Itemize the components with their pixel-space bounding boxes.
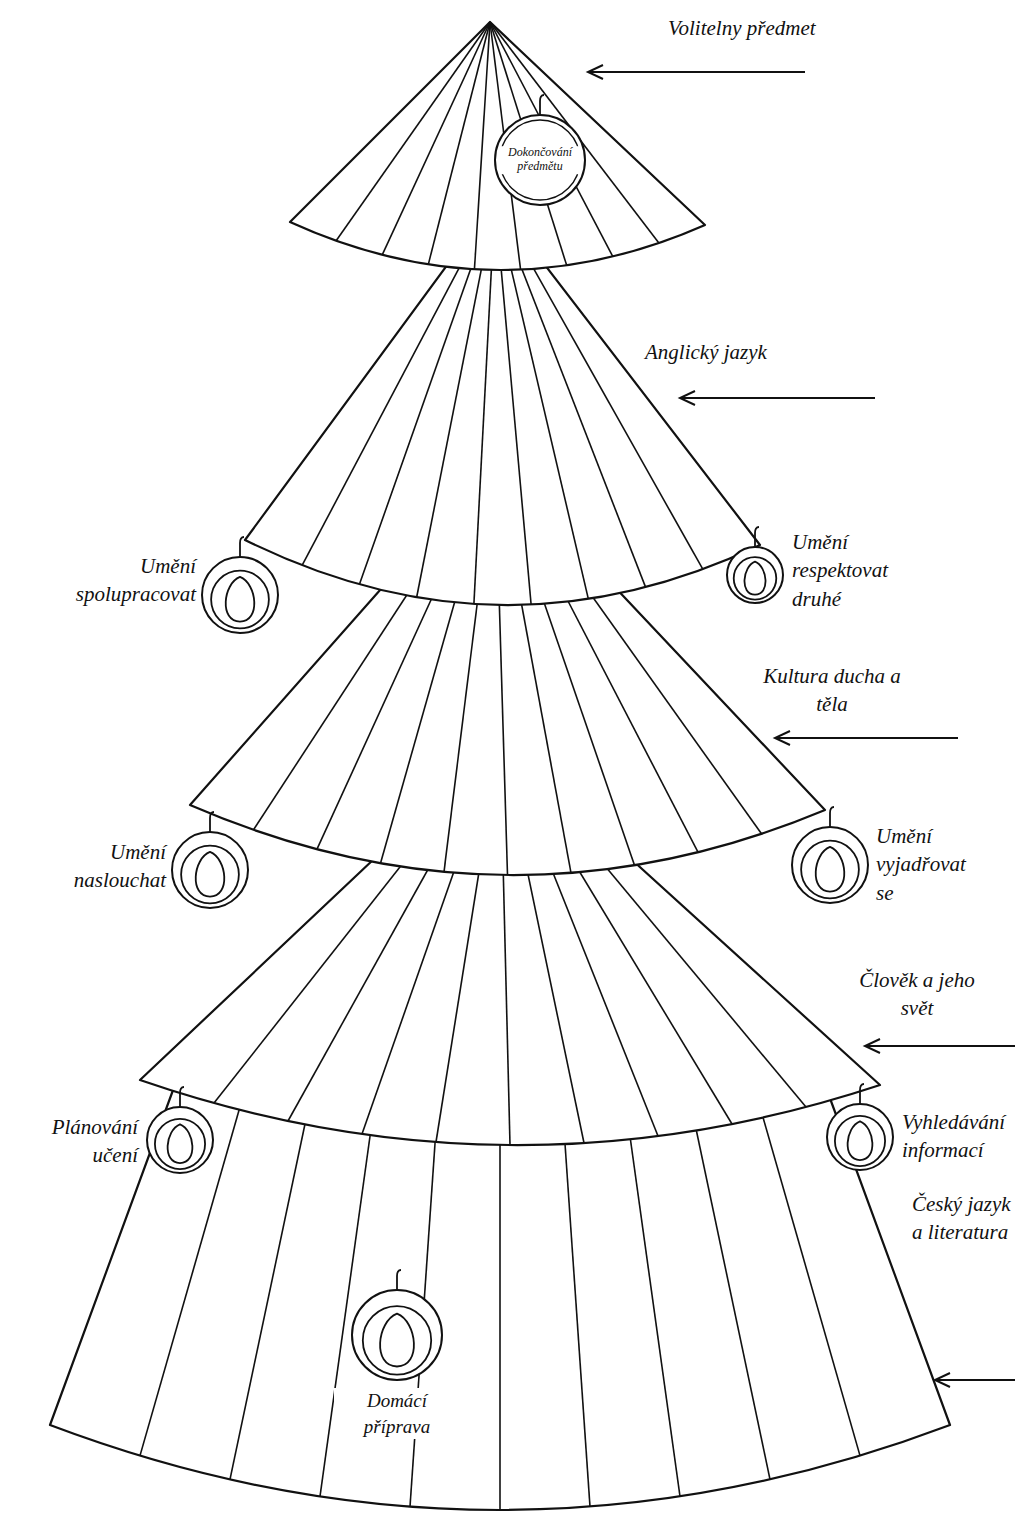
tier-line <box>490 22 659 243</box>
tree-tier <box>245 230 760 605</box>
tree-tier <box>290 22 705 270</box>
ornament-outer <box>202 557 278 633</box>
ornament-drop <box>848 1121 873 1160</box>
ornament-ring <box>734 557 777 600</box>
ornament-outer <box>147 1107 213 1173</box>
ornament-label: Umění respektovat druhé <box>792 528 888 613</box>
tier-line <box>685 1075 770 1479</box>
ornament-shape <box>723 525 787 607</box>
ornament-drop <box>226 577 255 622</box>
tier-line <box>512 230 703 569</box>
subject-label: Volitelny předmet <box>668 14 816 42</box>
ornament-outer <box>792 827 868 903</box>
ornament-hook <box>210 812 214 832</box>
ornament: Umění respektovat druhé <box>723 525 787 607</box>
ornament-label: Domácí příprava <box>334 1388 460 1439</box>
ornament-shape <box>143 1085 217 1177</box>
ornament-hook <box>397 1270 401 1290</box>
tier-line <box>507 230 646 587</box>
tier-line <box>359 230 484 584</box>
subject-label: Český jazyk a literatura <box>912 1190 1024 1247</box>
tier-line <box>382 22 490 255</box>
ornament-ring <box>835 1116 885 1166</box>
ornament: Umění spolupracovat <box>198 535 282 637</box>
ornament-outer <box>172 832 248 908</box>
ornament-outer <box>352 1290 442 1380</box>
pointer-arrow <box>775 737 958 739</box>
ornament-hook <box>830 807 834 827</box>
ornament-outer <box>727 547 783 603</box>
arrow-head <box>775 731 790 745</box>
ornament-shape <box>823 1082 897 1174</box>
ornament-drop <box>816 847 845 892</box>
arrow-head <box>935 1373 950 1387</box>
ornament-shape <box>348 1268 446 1384</box>
ornament-ring <box>500 120 580 200</box>
tier-line <box>417 230 489 597</box>
subject-label: Kultura ducha a těla <box>752 662 912 719</box>
ornament-ring <box>181 846 239 904</box>
ornament: Domácí příprava <box>348 1268 446 1384</box>
tier-line <box>502 230 588 599</box>
arrow-head <box>680 391 695 405</box>
ornament: Dokončování předmětu <box>491 93 589 209</box>
ornament: Plánování učení <box>143 1085 217 1177</box>
ornament-hook <box>180 1087 184 1107</box>
tier-line <box>474 230 494 604</box>
ornament-ring <box>211 571 269 629</box>
ornament-drop <box>744 562 765 595</box>
ornament-ring <box>363 1306 431 1374</box>
pointer-arrow <box>680 397 875 399</box>
ornament-shape <box>788 805 872 907</box>
ornament-label: Vyhledávání informací <box>902 1108 1005 1165</box>
ornament-label: Dokončování předmětu <box>499 146 581 174</box>
ornament-drop <box>380 1314 414 1367</box>
ornament-shape <box>198 535 282 637</box>
ornament-label: Umění spolupracovat <box>76 552 196 609</box>
ornament-hook <box>540 95 544 115</box>
arrow-head <box>865 1039 880 1053</box>
ornament: Vyhledávání informací <box>823 1082 897 1174</box>
ornament: Umění naslouchat <box>168 810 252 912</box>
ornament-label: Umění naslouchat <box>74 838 166 895</box>
tier-line <box>428 22 490 264</box>
pointer-arrow <box>935 1379 1015 1381</box>
tier-line <box>230 1075 315 1479</box>
tier-line <box>474 22 490 269</box>
ornament-hook <box>755 527 759 547</box>
ornament-hook <box>860 1084 864 1104</box>
ornament-outer <box>495 115 585 205</box>
tier-line <box>302 230 479 565</box>
subject-label: Anglický jazyk <box>645 338 767 366</box>
tier-line <box>490 22 613 256</box>
tier-line <box>140 1075 249 1456</box>
ornament-drop <box>196 852 225 897</box>
ornament-drop <box>168 1124 193 1163</box>
ornament-shape <box>168 810 252 912</box>
ornament-ring <box>801 841 859 899</box>
pointer-arrow <box>865 1045 1015 1047</box>
ornament-outer <box>827 1104 893 1170</box>
tier-line <box>336 22 490 241</box>
pointer-arrow <box>588 71 805 73</box>
subject-label: Člověk a jeho svět <box>842 966 992 1023</box>
ornament-hook <box>240 537 244 557</box>
arrow-head <box>588 65 603 79</box>
ornament: Umění vyjadřovat se <box>788 805 872 907</box>
ornament-ring <box>155 1119 205 1169</box>
ornament-label: Umění vyjadřovat se <box>876 822 966 907</box>
ornament-label: Plánování učení <box>52 1113 138 1170</box>
